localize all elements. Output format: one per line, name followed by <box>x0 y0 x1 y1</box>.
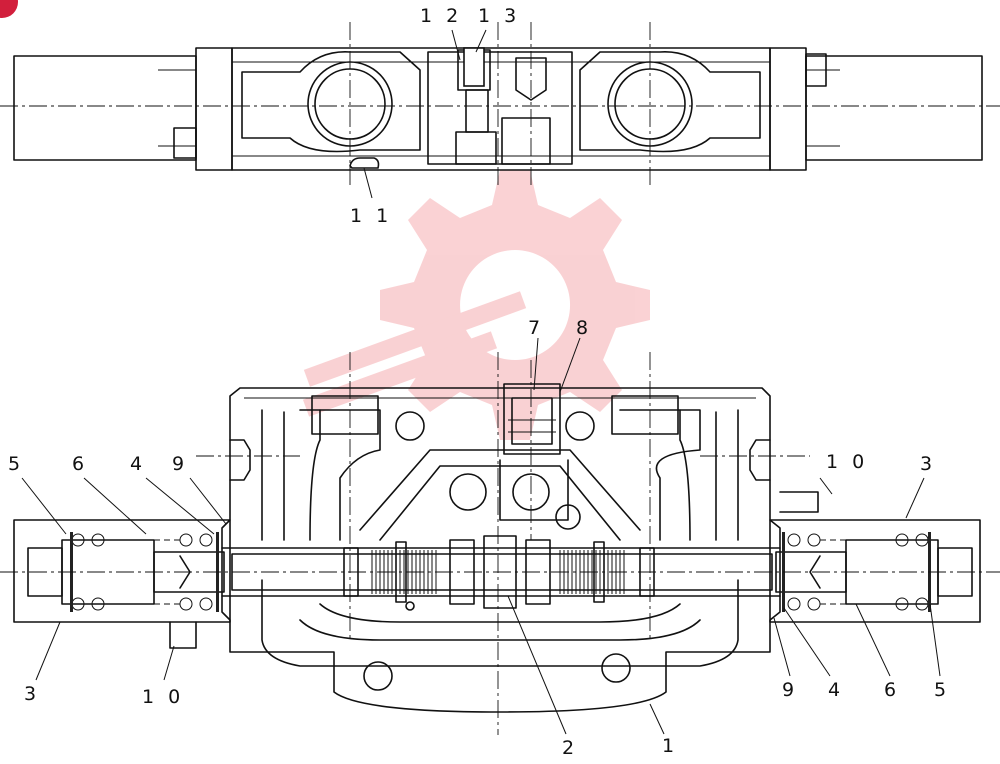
label-13: 1 3 <box>478 5 520 27</box>
label-6-right: 6 <box>884 679 900 701</box>
label-10-right: 1 0 <box>826 451 868 473</box>
label-3-left: 3 <box>24 683 40 705</box>
label-2: 2 <box>562 737 578 759</box>
label-4-left: 4 <box>130 453 146 475</box>
label-8: 8 <box>576 317 592 339</box>
label-4-right: 4 <box>828 679 844 701</box>
label-3-right: 3 <box>920 453 936 475</box>
label-6-left: 6 <box>72 453 88 475</box>
label-12: 1 2 <box>420 5 462 27</box>
section-view <box>0 337 1000 735</box>
right-spring <box>787 533 929 611</box>
label-9-right: 9 <box>782 679 798 701</box>
part-labels: 1 2 1 3 1 1 7 8 5 6 4 9 1 0 3 3 1 0 9 4 … <box>8 5 950 759</box>
label-5-right: 5 <box>934 679 950 701</box>
corner-badge <box>0 0 18 18</box>
label-7: 7 <box>528 317 544 339</box>
label-5-left: 5 <box>8 453 24 475</box>
label-10-left: 1 0 <box>142 686 184 708</box>
label-11: 1 1 <box>350 205 392 227</box>
label-9-left: 9 <box>172 453 188 475</box>
label-1: 1 <box>662 735 678 757</box>
top-view <box>0 22 1000 199</box>
